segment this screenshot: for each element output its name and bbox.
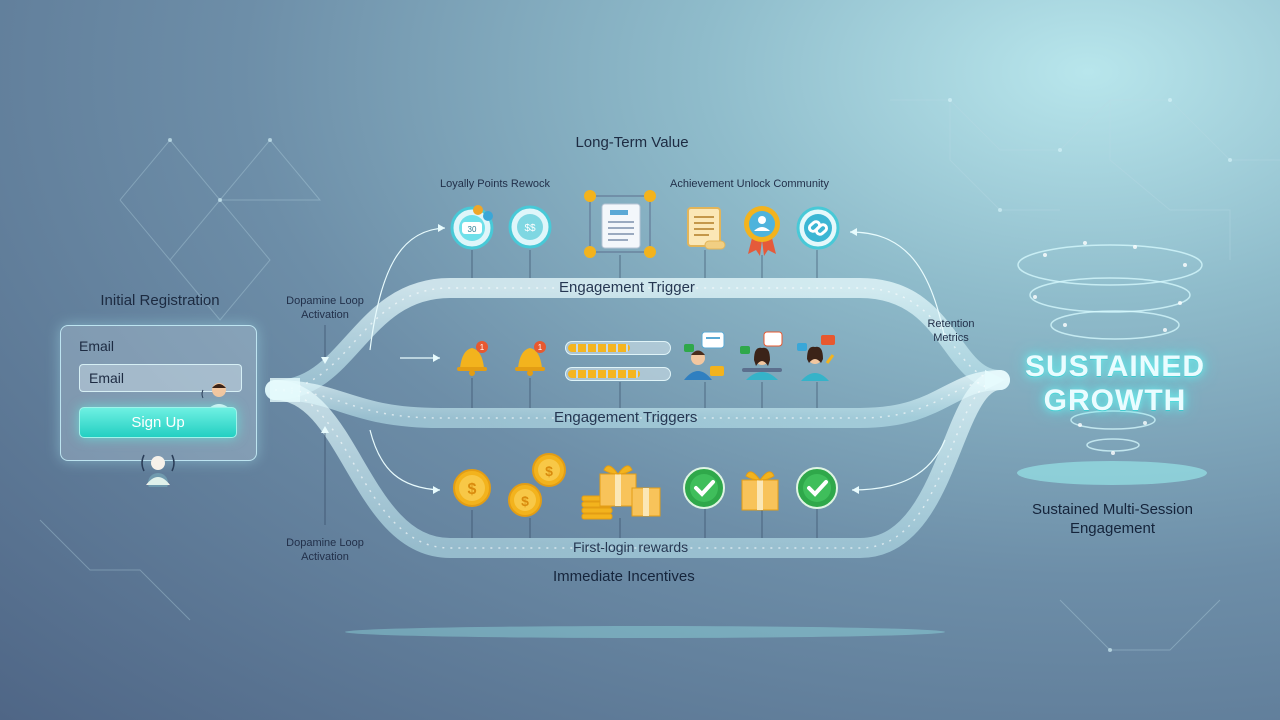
email-label: Email	[79, 338, 115, 354]
headline-line1: SUSTAINED	[1024, 350, 1206, 383]
bottom-band-label: First-login rewards	[573, 539, 689, 555]
sign-up-button[interactable]: Sign Up	[79, 407, 237, 438]
coin-symbol: $	[521, 493, 529, 509]
achievement-medal-icon	[744, 206, 780, 256]
document-icon	[584, 190, 656, 258]
scroll-icon	[687, 207, 726, 250]
user-signal-icon	[141, 454, 175, 487]
coin-symbol: $	[468, 481, 477, 498]
checkmark-icon	[796, 467, 838, 509]
community-link-icon	[796, 206, 840, 250]
coin-stack-icon: $ $	[508, 453, 566, 517]
notification-badge: 1	[538, 343, 543, 352]
caption-line1: Sustained Multi-Session	[1032, 501, 1193, 518]
dopamine-loop-top-line1: Dopamine Loop	[286, 295, 364, 307]
retention-metrics-line2: Metrics	[933, 332, 969, 344]
dopamine-loop-bottom-line2: Activation	[301, 551, 349, 563]
initial-registration-title: Initial Registration	[100, 292, 220, 309]
points-token-icon: 30	[450, 205, 494, 250]
points-badge-text: 30	[468, 225, 477, 234]
progress-bar	[565, 341, 671, 355]
dopamine-loop-top-line2: Activation	[301, 309, 349, 321]
dopamine-loop-bottom-line1: Dopamine Loop	[286, 537, 364, 549]
checkmark-icon	[683, 467, 725, 509]
loyalty-points-caption: Loyally Points Rewock	[440, 178, 551, 190]
growth-vortex-icon	[1017, 241, 1203, 455]
caption-line2: Engagement	[1069, 520, 1156, 537]
points-token-icon: $$	[508, 205, 552, 249]
chat-user-icon	[740, 331, 783, 380]
chat-user-icon	[797, 335, 835, 381]
sustained-engagement-caption: Sustained Multi-Session Engagement	[1000, 500, 1225, 538]
bell-icon: 1	[457, 341, 488, 376]
gift-icon	[581, 465, 661, 520]
middle-band-label: Engagement Triggers	[554, 409, 698, 426]
coin-symbol: $	[545, 463, 553, 479]
sustained-growth-headline: SUSTAINED GROWTH	[990, 350, 1240, 418]
progress-fill	[568, 344, 630, 352]
coin-icon: $	[453, 469, 491, 507]
progress-fill	[568, 370, 640, 378]
bell-icon: 1	[515, 341, 546, 376]
notification-badge: 1	[480, 343, 485, 352]
registration-card: Email Sign Up	[60, 325, 257, 461]
immediate-incentives-footer: Immediate Incentives	[553, 568, 695, 585]
progress-bar	[565, 367, 671, 381]
long-term-value-header: Long-Term Value	[575, 134, 689, 151]
achievement-caption: Achievement Unlock Community	[670, 178, 829, 190]
headline-line2: GROWTH	[1043, 384, 1187, 417]
middle-band	[265, 370, 1010, 428]
gift-icon	[741, 471, 779, 511]
points-badge-text: $$	[524, 223, 536, 234]
chat-user-icon	[684, 331, 725, 380]
retention-metrics-line1: Retention	[927, 318, 975, 330]
top-band-label: Engagement Trigger	[559, 279, 695, 296]
